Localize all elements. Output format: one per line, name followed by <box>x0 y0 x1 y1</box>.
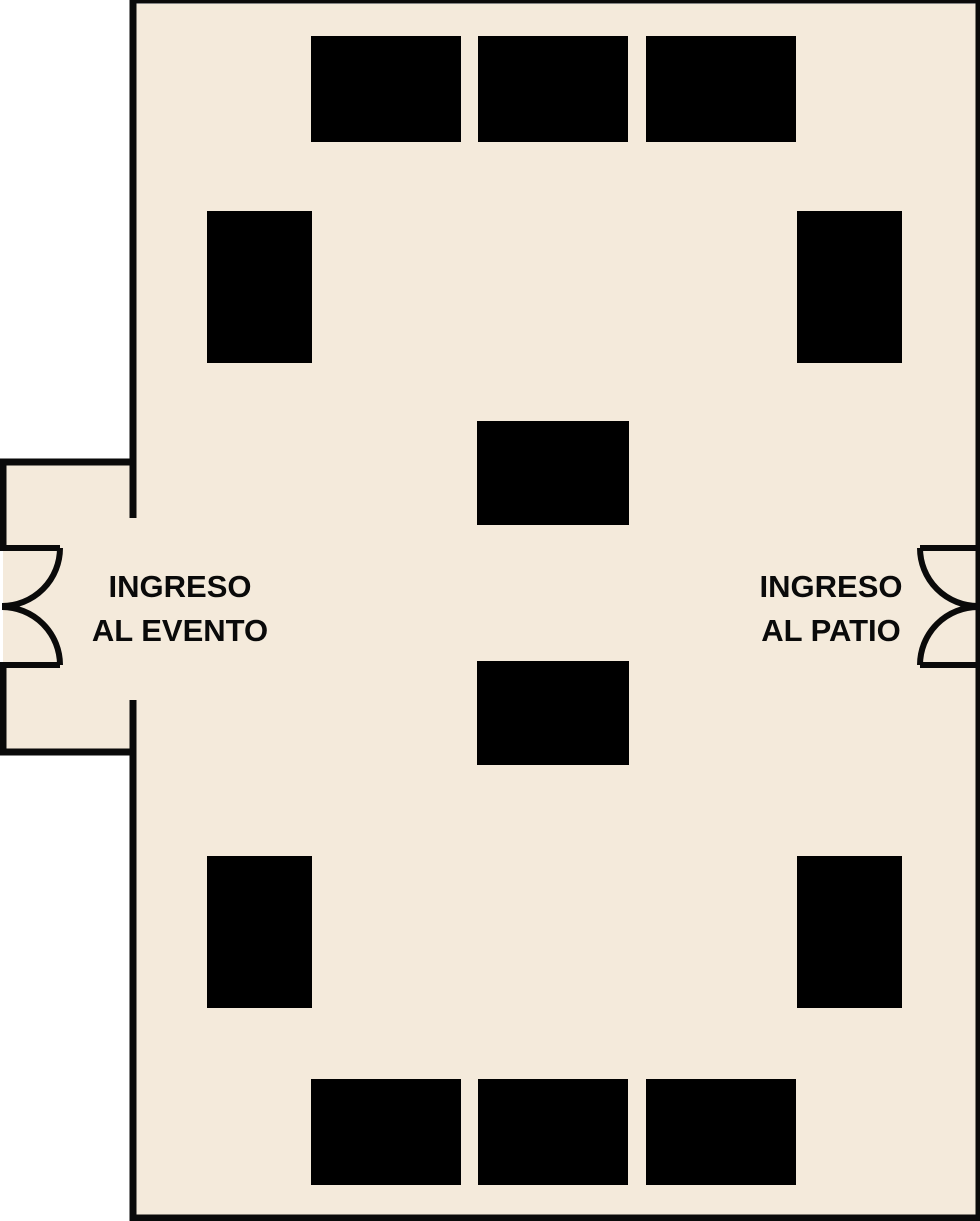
table-7-shape[interactable] <box>646 1079 796 1185</box>
table-1-shape[interactable] <box>207 211 312 363</box>
table-4[interactable]: 4 <box>646 36 796 142</box>
table-6-shape[interactable] <box>797 856 902 1008</box>
table-4-shape[interactable] <box>646 36 796 142</box>
door-right-patio[interactable] <box>917 545 980 668</box>
table-5-shape[interactable] <box>797 211 902 363</box>
table-1-label: 1 <box>245 262 266 303</box>
table-7-label: 7 <box>703 1105 724 1146</box>
table-9-shape[interactable] <box>311 1079 461 1185</box>
table-5-label: 5 <box>835 262 856 303</box>
table-1[interactable]: 1 <box>207 211 312 363</box>
table-4-label: 4 <box>703 62 724 103</box>
door-left-swing-arc-upper <box>1 547 63 609</box>
table-10[interactable]: 10 <box>207 856 312 1008</box>
table-11[interactable]: 11 <box>477 661 629 765</box>
door-right-swing-arc-upper <box>917 547 979 609</box>
table-8-shape[interactable] <box>478 1079 628 1185</box>
table-9-label: 9 <box>368 1105 389 1146</box>
table-12-label: 12 <box>528 446 569 487</box>
table-11-label: 11 <box>529 686 568 727</box>
door-right-swing-arc-lower <box>917 604 979 666</box>
door-left-swing-arc-lower <box>1 604 63 666</box>
table-3-shape[interactable] <box>478 36 628 142</box>
entrance-patio-line2: AL PATIO <box>761 613 901 648</box>
table-2-label: 2 <box>368 62 389 103</box>
table-11-shape[interactable] <box>477 661 629 765</box>
table-2-shape[interactable] <box>311 36 461 142</box>
table-8[interactable]: 8 <box>478 1079 628 1185</box>
entrance-evento-line1: INGRESO <box>109 569 252 604</box>
entrance-label-evento: INGRESO AL EVENTO <box>92 569 268 648</box>
door-left-event[interactable] <box>0 545 63 668</box>
table-3-label: 3 <box>535 62 556 103</box>
table-6-label: 6 <box>835 907 856 948</box>
entrance-evento-line2: AL EVENTO <box>92 613 268 648</box>
table-12-shape[interactable] <box>477 421 629 525</box>
table-3[interactable]: 3 <box>478 36 628 142</box>
table-7[interactable]: 7 <box>646 1079 796 1185</box>
table-6[interactable]: 6 <box>797 856 902 1008</box>
tables-layer: 2 3 4 1 5 12 11 10 6 9 8 7 <box>207 36 902 1185</box>
table-2[interactable]: 2 <box>311 36 461 142</box>
entrance-patio-line1: INGRESO <box>760 569 903 604</box>
entrance-label-patio: INGRESO AL PATIO <box>760 569 903 648</box>
table-5[interactable]: 5 <box>797 211 902 363</box>
table-12[interactable]: 12 <box>477 421 629 525</box>
table-10-shape[interactable] <box>207 856 312 1008</box>
table-8-label: 8 <box>535 1105 556 1146</box>
table-10-label: 10 <box>235 907 276 948</box>
table-9[interactable]: 9 <box>311 1079 461 1185</box>
room-floor <box>3 4 976 1216</box>
